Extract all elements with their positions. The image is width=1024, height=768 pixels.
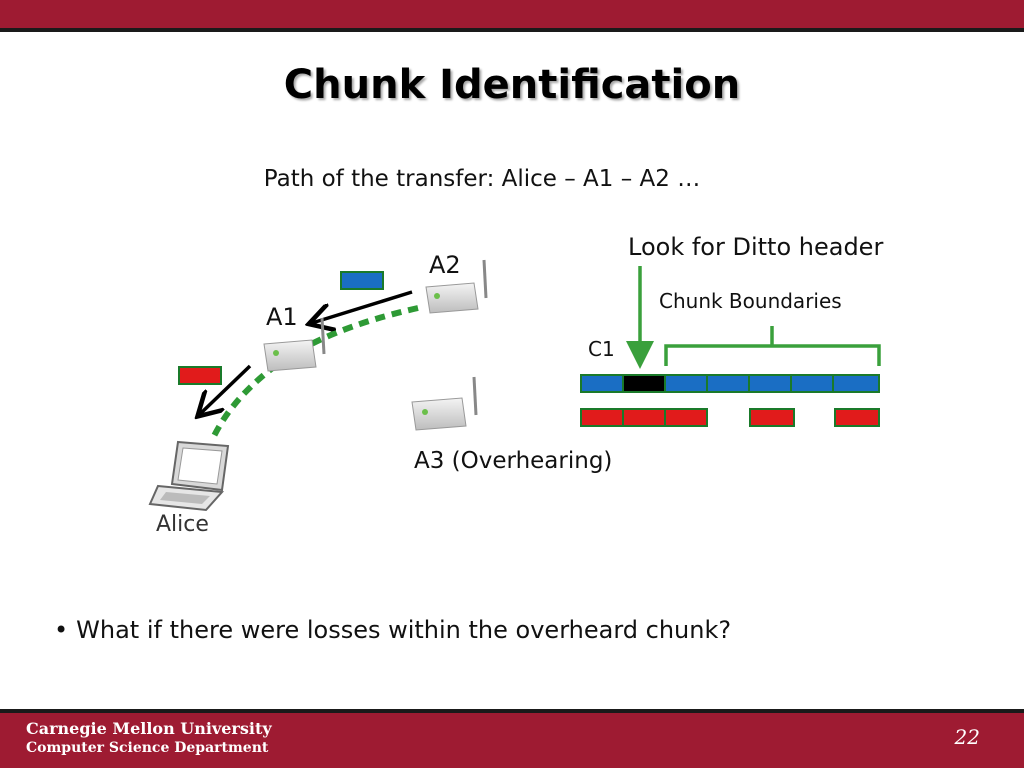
arrow-a2-to-a1 [312,290,413,323]
received-block-row [580,408,880,427]
bullet-text: What if there were losses within the ove… [76,616,732,644]
chunk-boundaries-bracket [664,326,881,366]
footer-rule [0,709,1024,713]
label-ditto-header: Look for Ditto header [628,233,884,261]
bullet-item: •What if there were losses within the ov… [54,616,731,644]
transfer-path-text: Path of the transfer: Alice – A1 – A2 … [263,166,701,192]
chunk-diagram [148,259,881,512]
header-band [0,0,1024,28]
packet-red [178,366,222,385]
page-number: 22 [954,725,980,749]
packet-blue [340,271,384,290]
bullet-marker: • [54,616,69,644]
laptop-icon [148,440,230,512]
footer-department: Computer Science Department [26,740,269,756]
label-c1: C1 [588,337,615,361]
router-a1-icon [263,317,326,372]
arrow-a1-to-alice [200,364,252,414]
c1-block-row [580,374,880,393]
footer-university: Carnegie Mellon University [26,719,272,738]
router-a2-icon [425,259,488,314]
label-alice: Alice [156,512,209,537]
label-a2: A2 [429,251,461,279]
label-a1: A1 [266,303,298,331]
label-a3: A3 (Overhearing) [414,448,613,474]
footer-band: Carnegie Mellon University Computer Scie… [0,713,1024,768]
label-chunk-boundaries: Chunk Boundaries [659,289,842,313]
header-rule [0,28,1024,32]
router-a3-icon [411,376,478,431]
slide-title: Chunk Identification [283,62,741,108]
